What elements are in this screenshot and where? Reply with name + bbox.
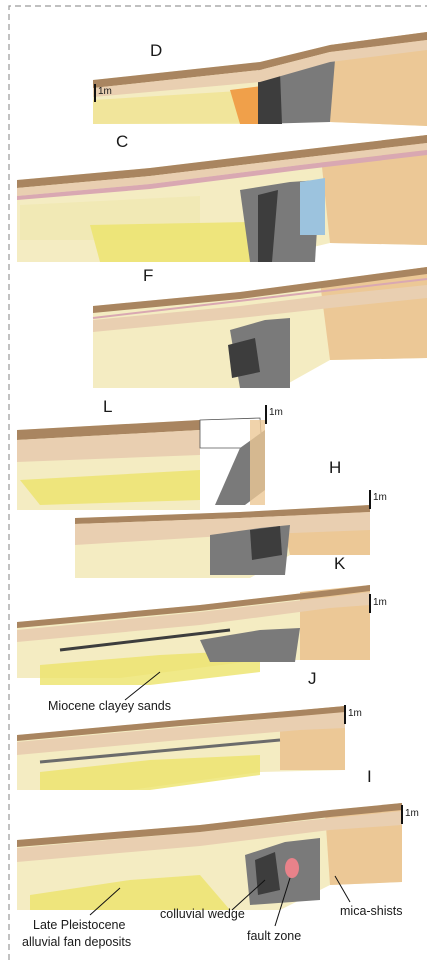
scale-label-d: 1m	[98, 86, 112, 97]
panel-label-c: C	[116, 132, 128, 152]
panel-label-k: K	[334, 554, 345, 574]
trench-panel-c	[17, 135, 427, 262]
panel-label-h: H	[329, 458, 341, 478]
trench-panel-l	[17, 418, 265, 510]
trench-panel-j	[17, 706, 345, 790]
scale-label-h: 1m	[373, 492, 387, 503]
annotation-mica-shists: mica-shists	[340, 904, 403, 918]
scale-label-j: 1m	[348, 708, 362, 719]
panel-label-j: J	[308, 669, 317, 689]
panel-label-f: F	[143, 266, 153, 286]
annotation-alluvial-fan-deposits: alluvial fan deposits	[22, 935, 131, 949]
scale-label-k: 1m	[373, 597, 387, 608]
annotation-colluvial-wedge: colluvial wedge	[160, 907, 245, 921]
trench-panel-k	[17, 585, 370, 685]
panel-label-l: L	[103, 397, 112, 417]
trench-panel-h	[75, 505, 370, 578]
trench-panel-i	[17, 803, 402, 910]
panel-label-d: D	[150, 41, 162, 61]
trench-panel-d	[93, 32, 427, 126]
scale-label-l: 1m	[269, 407, 283, 418]
scale-label-i: 1m	[405, 808, 419, 819]
annotation-fault-zone: fault zone	[247, 929, 301, 943]
panel-label-i: I	[367, 767, 372, 787]
annotation-late-pleistocene: Late Pleistocene	[33, 918, 125, 932]
annotation-miocene-clayey-sands: Miocene clayey sands	[48, 699, 171, 713]
